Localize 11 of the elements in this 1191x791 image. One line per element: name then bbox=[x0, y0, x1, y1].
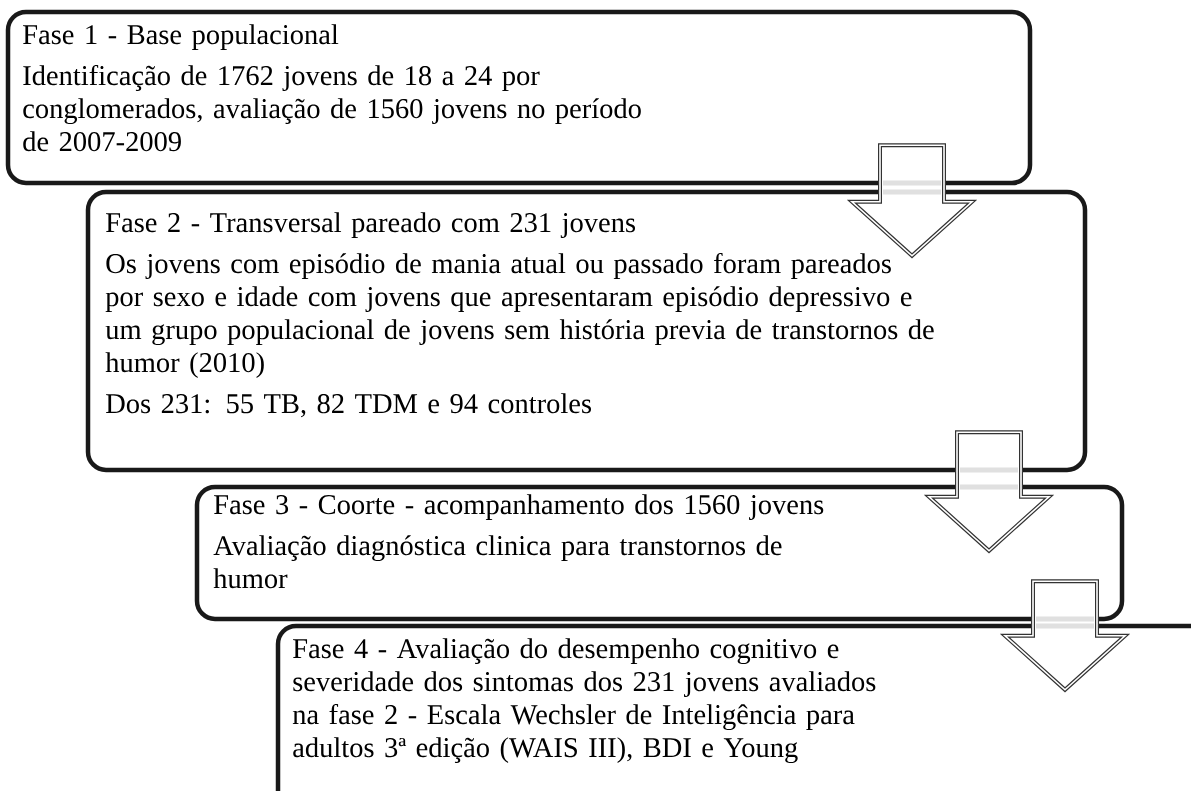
block-arrow bbox=[846, 143, 978, 259]
phase-heading: Fase 1 - Base populacional bbox=[23, 24, 339, 51]
phase-text: Identificação de 1762 jovens de 18 a 24 por conglomerados, avaliação de 1560 jovens no período de 2007-2009 bbox=[23, 64, 641, 152]
block-arrow bbox=[923, 430, 1055, 554]
phase-text: Avaliação diagnóstica clinica para transtornos de humor bbox=[213, 535, 782, 589]
phase-text: Dos 231: 55 TB, 82 TDM e 94 controles bbox=[106, 393, 591, 418]
block-arrow bbox=[999, 579, 1131, 693]
phase-text: Os jovens com episódio de mania atual ou passado foram pareados por sexo e idade com jovens que apresentaram episódio depressivo e um grupo populacional de jovens sem história previa de transtornos de humor (2010) bbox=[105, 252, 934, 379]
phase-heading: Fase 3 - Coorte - acompanhamento dos 1560 jovens bbox=[214, 494, 824, 521]
phase-text: Fase 4 - Avaliação do desempenho cognitivo e severidade dos sintomas dos 231 jovens avaliados na fase 2 - Escala Wechsler de Inteligência para adultos 3ª edição (WAIS III), BDI e Young bbox=[292, 638, 876, 764]
phase-heading: Fase 2 - Transversal pareado com 231 jovens bbox=[106, 212, 635, 239]
